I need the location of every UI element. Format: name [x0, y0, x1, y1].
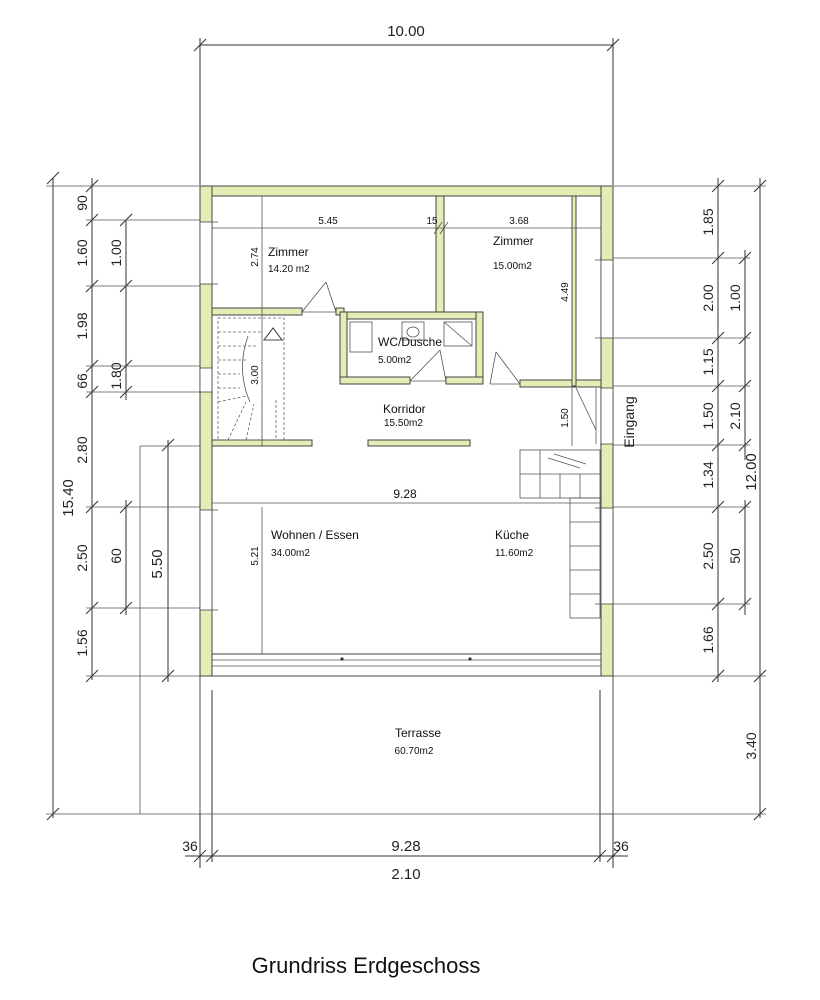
dim-inner-521: 5.21	[250, 546, 261, 566]
room-labels: Zimmer 14.20 m2 Zimmer 15.00m2 WC/Dusche…	[268, 234, 637, 757]
interior-walls	[211, 195, 602, 447]
bottom-dimensions: 36 9.28 36 2.10	[182, 676, 629, 883]
dim-bottom-36-left: 36	[182, 838, 198, 854]
dim-inner-150: 1.50	[560, 408, 571, 428]
dim-left-100: 1.00	[108, 239, 124, 266]
dim-right-1200: 12.00	[743, 453, 760, 491]
dim-right-134: 1.34	[700, 461, 716, 488]
dim-left-198: 1.98	[74, 312, 90, 339]
dim-left-160: 1.60	[74, 239, 90, 266]
dim-inner-274: 2.74	[250, 247, 261, 267]
dim-inner-545: 5.45	[318, 216, 338, 227]
room-terrasse-name: Terrasse	[395, 726, 441, 740]
dim-right-166: 1.66	[700, 626, 716, 653]
dim-bottom-928: 9.28	[391, 838, 420, 855]
dim-left-66: 66	[74, 373, 90, 389]
room-kueche-name: Küche	[495, 528, 529, 542]
room-zimmer-2-area: 15.00m2	[493, 261, 532, 272]
room-zimmer-1-name: Zimmer	[268, 245, 309, 259]
dim-right-50: 50	[727, 548, 743, 564]
inner-dimensions: 5.45 15 3.68 2.74 3.00 4.49 1.50 9.28 5.…	[212, 196, 601, 654]
dim-left-280: 2.80	[74, 436, 90, 463]
doors	[301, 281, 597, 444]
dim-bottom-210: 2.10	[391, 866, 420, 883]
dim-left-180: 1.80	[108, 362, 124, 389]
right-dimensions: 1.85 2.00 1.00 1.15 1.50 2.10 1.34 12.00…	[600, 178, 767, 821]
label-eingang: Eingang	[621, 396, 637, 447]
dim-inner-15: 15	[426, 216, 438, 227]
dim-top-total: 10.00	[387, 23, 425, 40]
room-wohnen-name: Wohnen / Essen	[271, 528, 359, 542]
room-terrasse-area: 60.70m2	[395, 746, 434, 757]
dim-left-250: 2.50	[74, 544, 90, 571]
room-korridor-name: Korridor	[383, 402, 426, 416]
dim-left-60: 60	[108, 548, 124, 564]
dim-right-100: 1.00	[727, 284, 743, 311]
room-korridor-area: 15.50m2	[384, 418, 423, 429]
kitchen-counter	[519, 449, 601, 619]
dim-bottom-36-right: 36	[613, 838, 629, 854]
terrace-outline	[199, 676, 614, 815]
dim-right-340: 3.40	[743, 732, 759, 759]
room-kueche-area: 11.60m2	[495, 548, 534, 559]
dim-left-550: 5.50	[149, 549, 166, 578]
dim-inner-300: 3.00	[250, 365, 261, 385]
drawing-title: Grundriss Erdgeschoss	[252, 953, 481, 978]
dim-left-156: 1.56	[74, 629, 90, 656]
dim-inner-449: 4.49	[560, 282, 571, 302]
staircase	[217, 317, 285, 441]
exterior-walls	[199, 185, 614, 677]
room-zimmer-2-name: Zimmer	[493, 234, 534, 248]
dim-right-250: 2.50	[700, 542, 716, 569]
top-dimension: 10.00	[193, 23, 620, 185]
room-zimmer-1-area: 14.20 m2	[268, 264, 310, 275]
room-wc-area: 5.00m2	[378, 355, 412, 366]
dim-right-185: 1.85	[700, 208, 716, 235]
wc-fixtures	[349, 321, 473, 353]
room-wohnen-area: 34.00m2	[271, 548, 310, 559]
room-wc-name: WC/Dusche	[378, 335, 442, 349]
dim-right-150: 1.50	[700, 402, 716, 429]
dim-left-90: 90	[74, 195, 90, 211]
dim-right-115: 1.15	[700, 348, 716, 375]
dim-inner-928: 9.28	[393, 487, 417, 501]
dim-right-200: 2.00	[700, 284, 716, 311]
left-dimensions: 15.40 90 1.60 1.00 1.98 66 1.80 2.80 2.5…	[46, 171, 210, 821]
dim-inner-368: 3.68	[509, 216, 529, 227]
dim-right-210: 2.10	[727, 402, 743, 429]
dim-left-total: 15.40	[60, 479, 77, 517]
